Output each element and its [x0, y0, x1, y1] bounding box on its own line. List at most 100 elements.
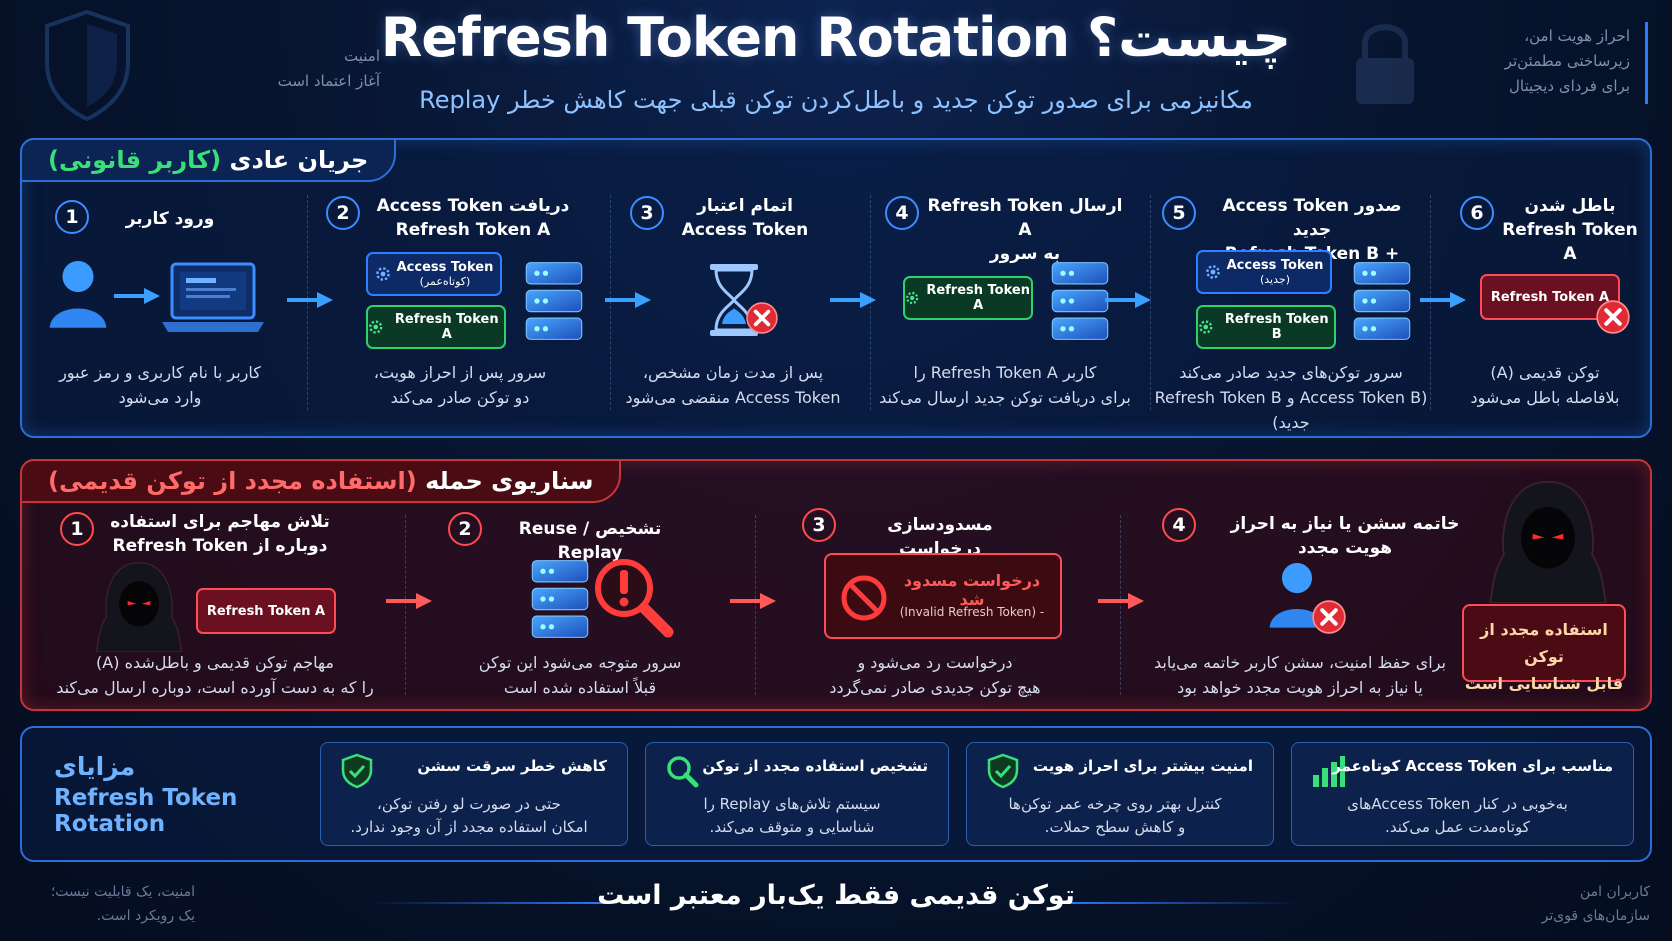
- benefit-card: امنیت بیشتر برای احراز هویت کنترل بهتر ر…: [966, 742, 1274, 846]
- step-description: مهاجم توکن قدیمی و باطل‌شده (A) را که به…: [40, 650, 390, 700]
- benefits-heading-line2: Refresh Token Rotation: [54, 785, 238, 837]
- step-title: دریافت Access Token Refresh Token A: [368, 194, 578, 242]
- step-title-line: Access Token: [681, 220, 809, 240]
- gear-icon: [1205, 264, 1221, 280]
- benefit-title: مناسب برای Access Token کوتاه‌عمر: [1332, 757, 1613, 775]
- normal-flow-tab-label: جریان عادی: [229, 146, 369, 174]
- pill-label: Refresh Token A: [1490, 289, 1610, 305]
- step-number: 1: [60, 512, 94, 546]
- arrow-right-icon: [114, 288, 160, 304]
- step-description-line: سرور توکن‌های جدید صادر می‌کند: [1179, 363, 1403, 382]
- benefits-heading: مزایای Refresh Token Rotation: [54, 752, 294, 837]
- step-description-line: یا نیاز به احراز هویت مجدد خواهد بود: [1177, 678, 1423, 697]
- top-right-note-line: زیرساختی مطمئن‌تر: [1504, 52, 1630, 70]
- x-mark-icon: [1312, 600, 1346, 634]
- benefit-description-line: و کاهش سطح حملات.: [1044, 818, 1186, 836]
- server-icon: [1048, 258, 1112, 344]
- attack-scenario-tab-accent: (استفاده مجدد از توکن قدیمی): [48, 467, 417, 495]
- magnifier-alert-icon: [595, 559, 674, 638]
- step-description: برای حفظ امنیت، سشن کاربر خاتمه می‌یابد …: [1150, 650, 1450, 700]
- top-right-note-line: احراز هویت امن،: [1524, 27, 1630, 45]
- normal-flow-tab: جریان عادی (کاربر قانونی): [20, 138, 397, 182]
- step-divider: [1430, 195, 1431, 410]
- step-description: کاربر با نام کاربری و رمز عبور وارد می‌ش…: [40, 360, 280, 410]
- hacker-icon: [88, 560, 190, 652]
- pill-label: Access Token: [1226, 258, 1324, 273]
- step-description: درخواست رد می‌شود و هیچ توکن جدیدی صادر …: [800, 650, 1070, 700]
- step-description: کاربر Refresh Token A را برای دریافت توک…: [875, 360, 1135, 410]
- step-number: 2: [326, 196, 360, 230]
- hourglass-icon: [710, 264, 758, 336]
- step-description: پس از مدت زمان مشخص، Access Token منقضی …: [618, 360, 848, 410]
- top-right-note-line: برای فردای دیجیتال: [1509, 77, 1630, 95]
- step-number: 2: [448, 512, 482, 546]
- step-title: اتمام اعتبار Access Token: [670, 194, 820, 242]
- step-description-line: را که به دست آورده است، دوباره ارسال می‌…: [56, 678, 374, 697]
- step-description-line: کاربر با نام کاربری و رمز عبور: [59, 363, 261, 382]
- step-title: باطل شدن Refresh Token A: [1500, 194, 1640, 266]
- step-title: خاتمه سشن یا نیاز به احراز هویت مجدد: [1230, 514, 1460, 558]
- pill-label: Refresh Token B: [1224, 312, 1329, 342]
- pill-sublabel: (کوتاه‌عمر): [419, 275, 471, 288]
- benefit-description: حتی در صورت لو رفتن توکن، امکان استفاده …: [331, 793, 607, 839]
- gear-icon: [375, 266, 391, 282]
- step-number: 3: [802, 508, 836, 542]
- step-title: ورود کاربر: [125, 209, 215, 229]
- step-description-line: سرور متوجه می‌شود این توکن: [478, 653, 682, 672]
- server-icon: [522, 258, 586, 344]
- step-number: 4: [1162, 508, 1196, 542]
- step-description-line: کاربر Refresh Token A را: [913, 363, 1097, 382]
- arrow-right-icon: [1098, 593, 1144, 609]
- step-description-line: قبلاً استفاده شده است: [503, 678, 657, 697]
- top-left-note-line: امنیت: [344, 47, 380, 65]
- stolen-refresh-token-pill: Refresh Token A: [196, 588, 336, 634]
- bottom-left-note-line: یک رویکرد است.: [96, 908, 195, 924]
- benefit-title: امنیت بیشتر برای احراز هویت: [1032, 757, 1253, 775]
- step-description-line: Access Token منقضی می‌شود: [625, 388, 841, 407]
- step-description-line: توکن قدیمی (A): [1490, 363, 1600, 382]
- shield-check-icon: [341, 753, 373, 789]
- step-divider: [405, 515, 406, 695]
- step-number: 3: [630, 196, 664, 230]
- benefit-title: کاهش خطر سرقت سشن: [417, 757, 607, 775]
- benefit-description-line: کنترل بهتر روی چرخه عمر توکن‌ها: [1008, 795, 1222, 813]
- step-description-line: بلافاصله باطل می‌شود: [1470, 388, 1620, 407]
- top-right-note: احراز هویت امن، زیرساختی مطمئن‌تر برای ف…: [1420, 24, 1630, 99]
- refresh-token-pill: Refresh Token B: [1196, 305, 1336, 349]
- hacker-icon: [1478, 478, 1618, 603]
- normal-flow-panel: [20, 138, 1652, 438]
- benefit-description-line: کوتاه‌مدت عمل می‌کند.: [1385, 818, 1530, 836]
- benefit-description-line: سیستم تلاش‌های Replay را: [703, 795, 881, 813]
- step-description-line: درخواست رد می‌شود و: [857, 653, 1013, 672]
- pill-label: Access Token: [396, 260, 494, 275]
- step-title: ارسال Refresh Token A به سرور: [925, 194, 1125, 266]
- step-description-line: وارد می‌شود: [118, 388, 202, 407]
- step-number: 1: [55, 200, 89, 234]
- step-title-line: اتمام اعتبار: [697, 196, 793, 216]
- arrow-right-icon: [287, 292, 333, 308]
- step-title-line: باطل شدن: [1524, 196, 1616, 216]
- arrow-right-icon: [730, 593, 776, 609]
- server-icon: [528, 556, 592, 642]
- blocked-request-label: درخواست مسدود شد: [903, 571, 1041, 609]
- arrow-right-icon: [830, 292, 876, 308]
- step-description-line: پس از مدت زمان مشخص،: [642, 363, 824, 382]
- gear-icon: [905, 290, 919, 306]
- pill-label: Refresh Token A: [926, 283, 1030, 313]
- step-description: توکن قدیمی (A) بلافاصله باطل می‌شود: [1450, 360, 1640, 410]
- benefit-description: کنترل بهتر روی چرخه عمر توکن‌ها و کاهش س…: [977, 793, 1253, 839]
- reuse-detected-badge-line: قابل شناسایی است: [1464, 674, 1624, 693]
- benefit-card: تشخیص استفاده مجدد از توکن سیستم تلاش‌ها…: [645, 742, 949, 846]
- step-title-line: Refresh Token A: [1502, 220, 1638, 264]
- step-divider: [1120, 515, 1121, 695]
- refresh-token-pill: Refresh Token A: [366, 305, 506, 349]
- footer-tagline: توکن قدیمی فقط یک‌بار معتبر است: [597, 880, 1075, 911]
- access-token-pill: Access Token(کوتاه‌عمر): [366, 252, 502, 296]
- step-description-line: دو توکن صادر می‌کند: [390, 388, 530, 407]
- step-number: 4: [885, 196, 919, 230]
- step-number: 5: [1162, 196, 1196, 230]
- benefit-description-line: حتی در صورت لو رفتن توکن،: [377, 795, 561, 813]
- lock-decoration-icon: [1356, 24, 1414, 104]
- user-icon: [46, 256, 110, 330]
- shield-decoration-icon: [45, 9, 130, 122]
